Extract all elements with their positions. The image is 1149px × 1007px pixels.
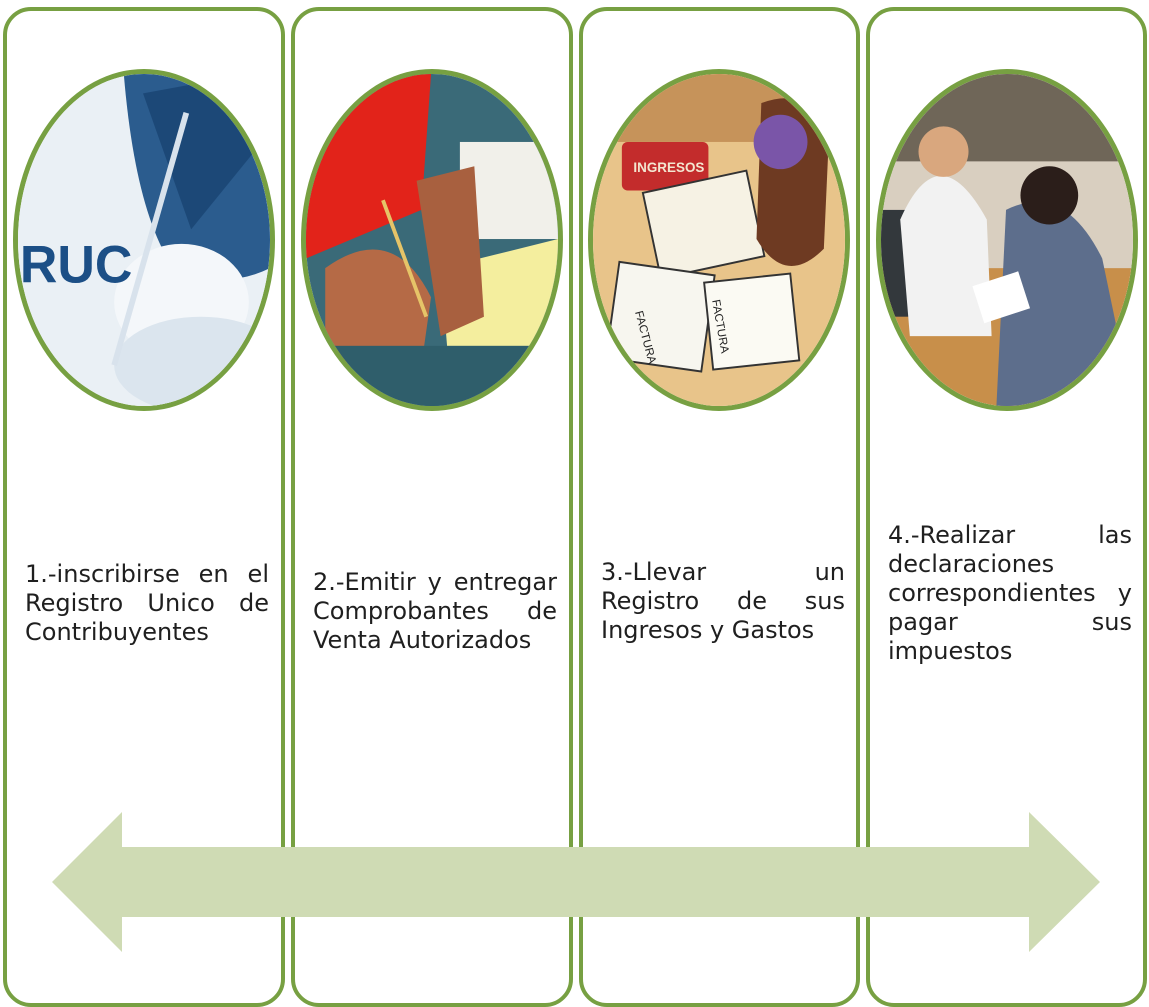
step-label-3: 3.-Llevar un Registro de sus Ingresos y … <box>601 558 845 644</box>
step-label-1: 1.-inscribirse en el Registro Unico de C… <box>25 560 269 646</box>
ruc-logo-text: RUC <box>20 237 133 295</box>
step-panel-2: 2.-Emitir y entregar Comprobantes de Ven… <box>291 7 573 1007</box>
tax-office-photo <box>876 69 1138 411</box>
double-arrow-icon <box>52 812 1100 952</box>
step-panel-4: 4.-Realizar las declaraciones correspond… <box>866 7 1147 1007</box>
ruc-photo: RUC <box>13 69 275 411</box>
step-panel-1: RUC 1.-inscribirse en el Registro Unico … <box>3 7 285 1007</box>
ingresos-book-text: INGRESOS <box>633 160 704 175</box>
step-label-2: 2.-Emitir y entregar Comprobantes de Ven… <box>313 568 557 654</box>
step-panel-3: INGRESOS FACTURA FACTURA 3.-Llevar un Re… <box>579 7 860 1007</box>
step-label-4: 4.-Realizar las declaraciones correspond… <box>888 521 1132 665</box>
receipt-photo <box>301 69 563 411</box>
bookkeeping-illustration: INGRESOS FACTURA FACTURA <box>588 69 850 411</box>
